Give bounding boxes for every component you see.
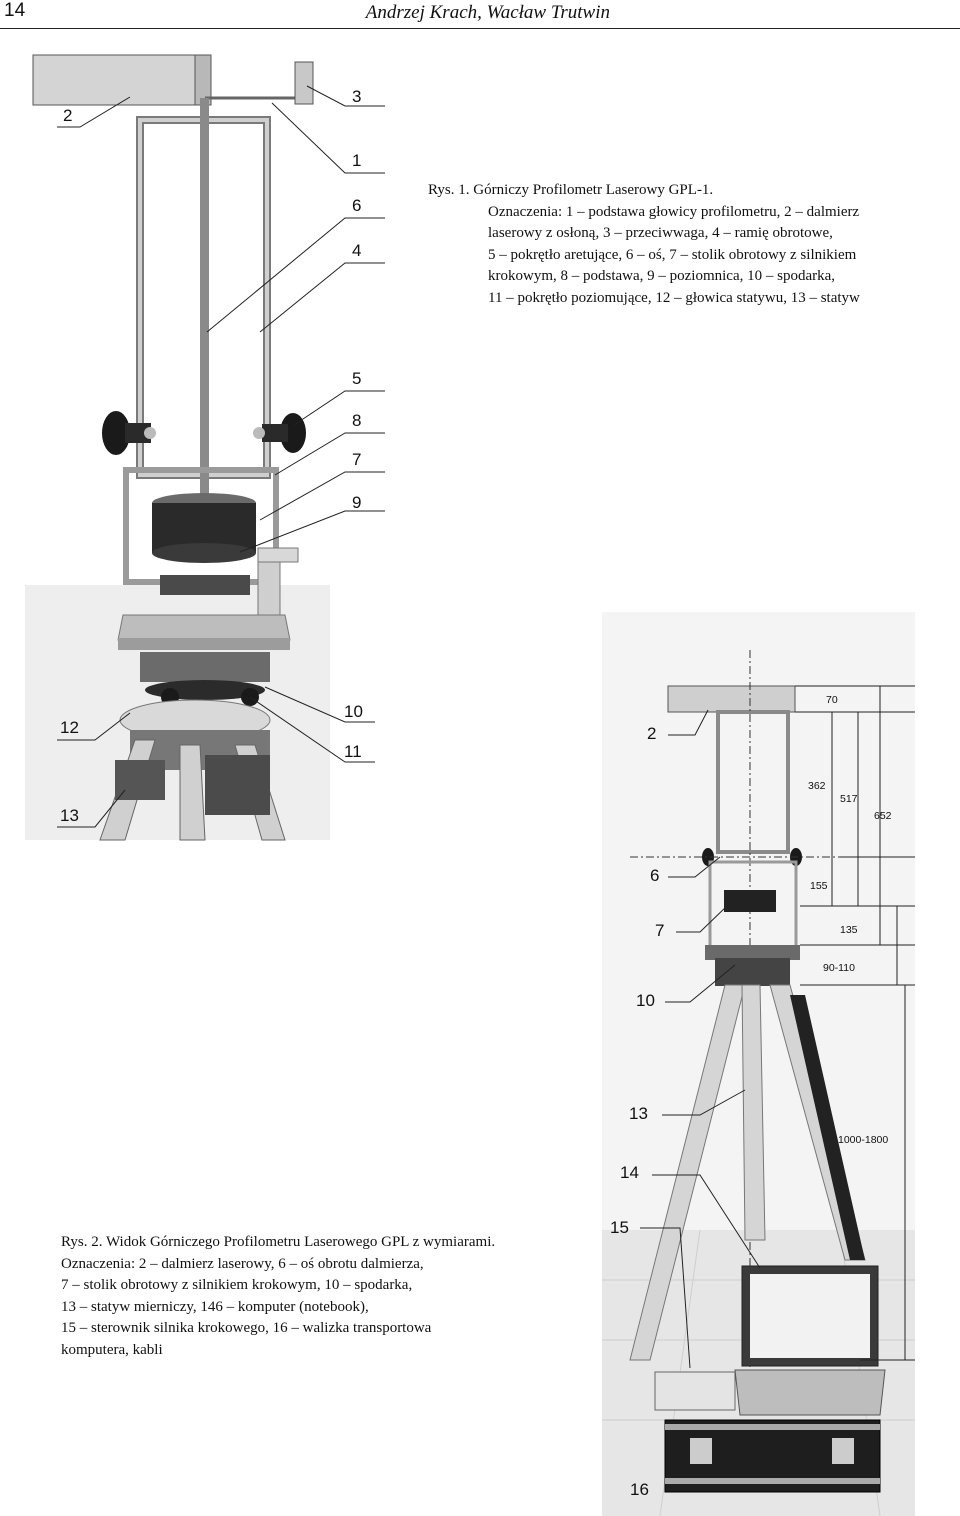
fig1-callout-5: 5 <box>352 369 362 388</box>
figure2-caption-line: Oznaczenia: 2 – dalmierz laserowy, 6 – o… <box>61 1255 424 1272</box>
figure2-caption-line: 7 – stolik obrotowy z silnikiem krokowym… <box>61 1277 413 1293</box>
running-header-authors: Andrzej Krach, Wacław Trutwin <box>365 2 610 23</box>
figure1-leaders <box>57 85 385 828</box>
figure2-dimension-lines <box>795 685 915 1361</box>
dimension-517: 517 <box>840 793 858 805</box>
fig2-callout-10: 10 <box>636 991 655 1010</box>
figure1-caption-line: 11 – pokrętło poziomujące, 12 – głowica … <box>488 289 860 306</box>
fig1-callout-1: 1 <box>352 151 362 170</box>
fig1-callout-9: 9 <box>352 493 362 512</box>
fig1-callout-11: 11 <box>344 742 362 761</box>
figure2-caption-line: Rys. 2. Widok Górniczego Profilometru La… <box>61 1234 496 1250</box>
fig1-callout-4: 4 <box>352 241 362 260</box>
figure1-photo <box>25 54 330 841</box>
fig1-callout-3: 3 <box>352 87 362 106</box>
fig2-callout-16: 16 <box>630 1480 649 1499</box>
fig1-callout-2: 2 <box>63 106 73 125</box>
dimension-90-110: 90-110 <box>823 962 855 974</box>
dimension-155: 155 <box>810 880 828 892</box>
figure1-caption-line: laserowy z osłoną, 3 – przeciwwaga, 4 – … <box>488 225 833 241</box>
figure2-photo <box>602 612 915 1516</box>
fig2-callout-13: 13 <box>629 1104 648 1123</box>
fig1-callout-8: 8 <box>352 411 362 430</box>
header-rule <box>0 28 960 29</box>
fig2-callout-6: 6 <box>650 866 660 885</box>
figure2-caption-line: 13 – statyw mierniczy, 146 – komputer (n… <box>61 1298 369 1315</box>
dimension-135: 135 <box>840 924 858 936</box>
fig1-callout-10: 10 <box>344 702 363 721</box>
fig1-callout-12: 12 <box>60 718 79 737</box>
dimension-1000-1800: 1000-1800 <box>838 1134 889 1146</box>
figure1-caption-title: Rys. 1. Górniczy Profilometr Laserowy GP… <box>428 182 714 198</box>
fig2-callout-7: 7 <box>655 921 665 940</box>
figure1-caption: Rys. 1. Górniczy Profilometr Laserowy GP… <box>428 180 948 309</box>
fig1-callout-13: 13 <box>60 806 79 825</box>
figure1-caption-line: 5 – pokrętło aretujące, 6 – oś, 7 – stol… <box>488 246 857 263</box>
fig1-callout-7: 7 <box>352 450 362 469</box>
dimension-70: 70 <box>826 694 838 706</box>
fig1-callout-6: 6 <box>352 196 362 215</box>
figure2-caption-line: 15 – sterownik silnika krokowego, 16 – w… <box>61 1320 432 1336</box>
dimension-362: 362 <box>808 780 826 792</box>
figure2-caption-line: komputera, kabli <box>61 1341 163 1358</box>
fig2-callout-15: 15 <box>610 1218 629 1237</box>
figure2-caption: Rys. 2. Widok Górniczego Profilometru La… <box>61 1232 581 1361</box>
fig2-callout-2: 2 <box>647 724 657 743</box>
fig2-callout-14: 14 <box>620 1163 639 1182</box>
figure1-caption-line: Oznaczenia: 1 – podstawa głowicy profilo… <box>488 203 860 220</box>
figure2-leaders <box>640 709 761 1369</box>
figure1-caption-line: krokowym, 8 – podstawa, 9 – poziomnica, … <box>488 268 836 284</box>
page-number: 14 <box>4 0 26 21</box>
dimension-652: 652 <box>874 810 892 822</box>
